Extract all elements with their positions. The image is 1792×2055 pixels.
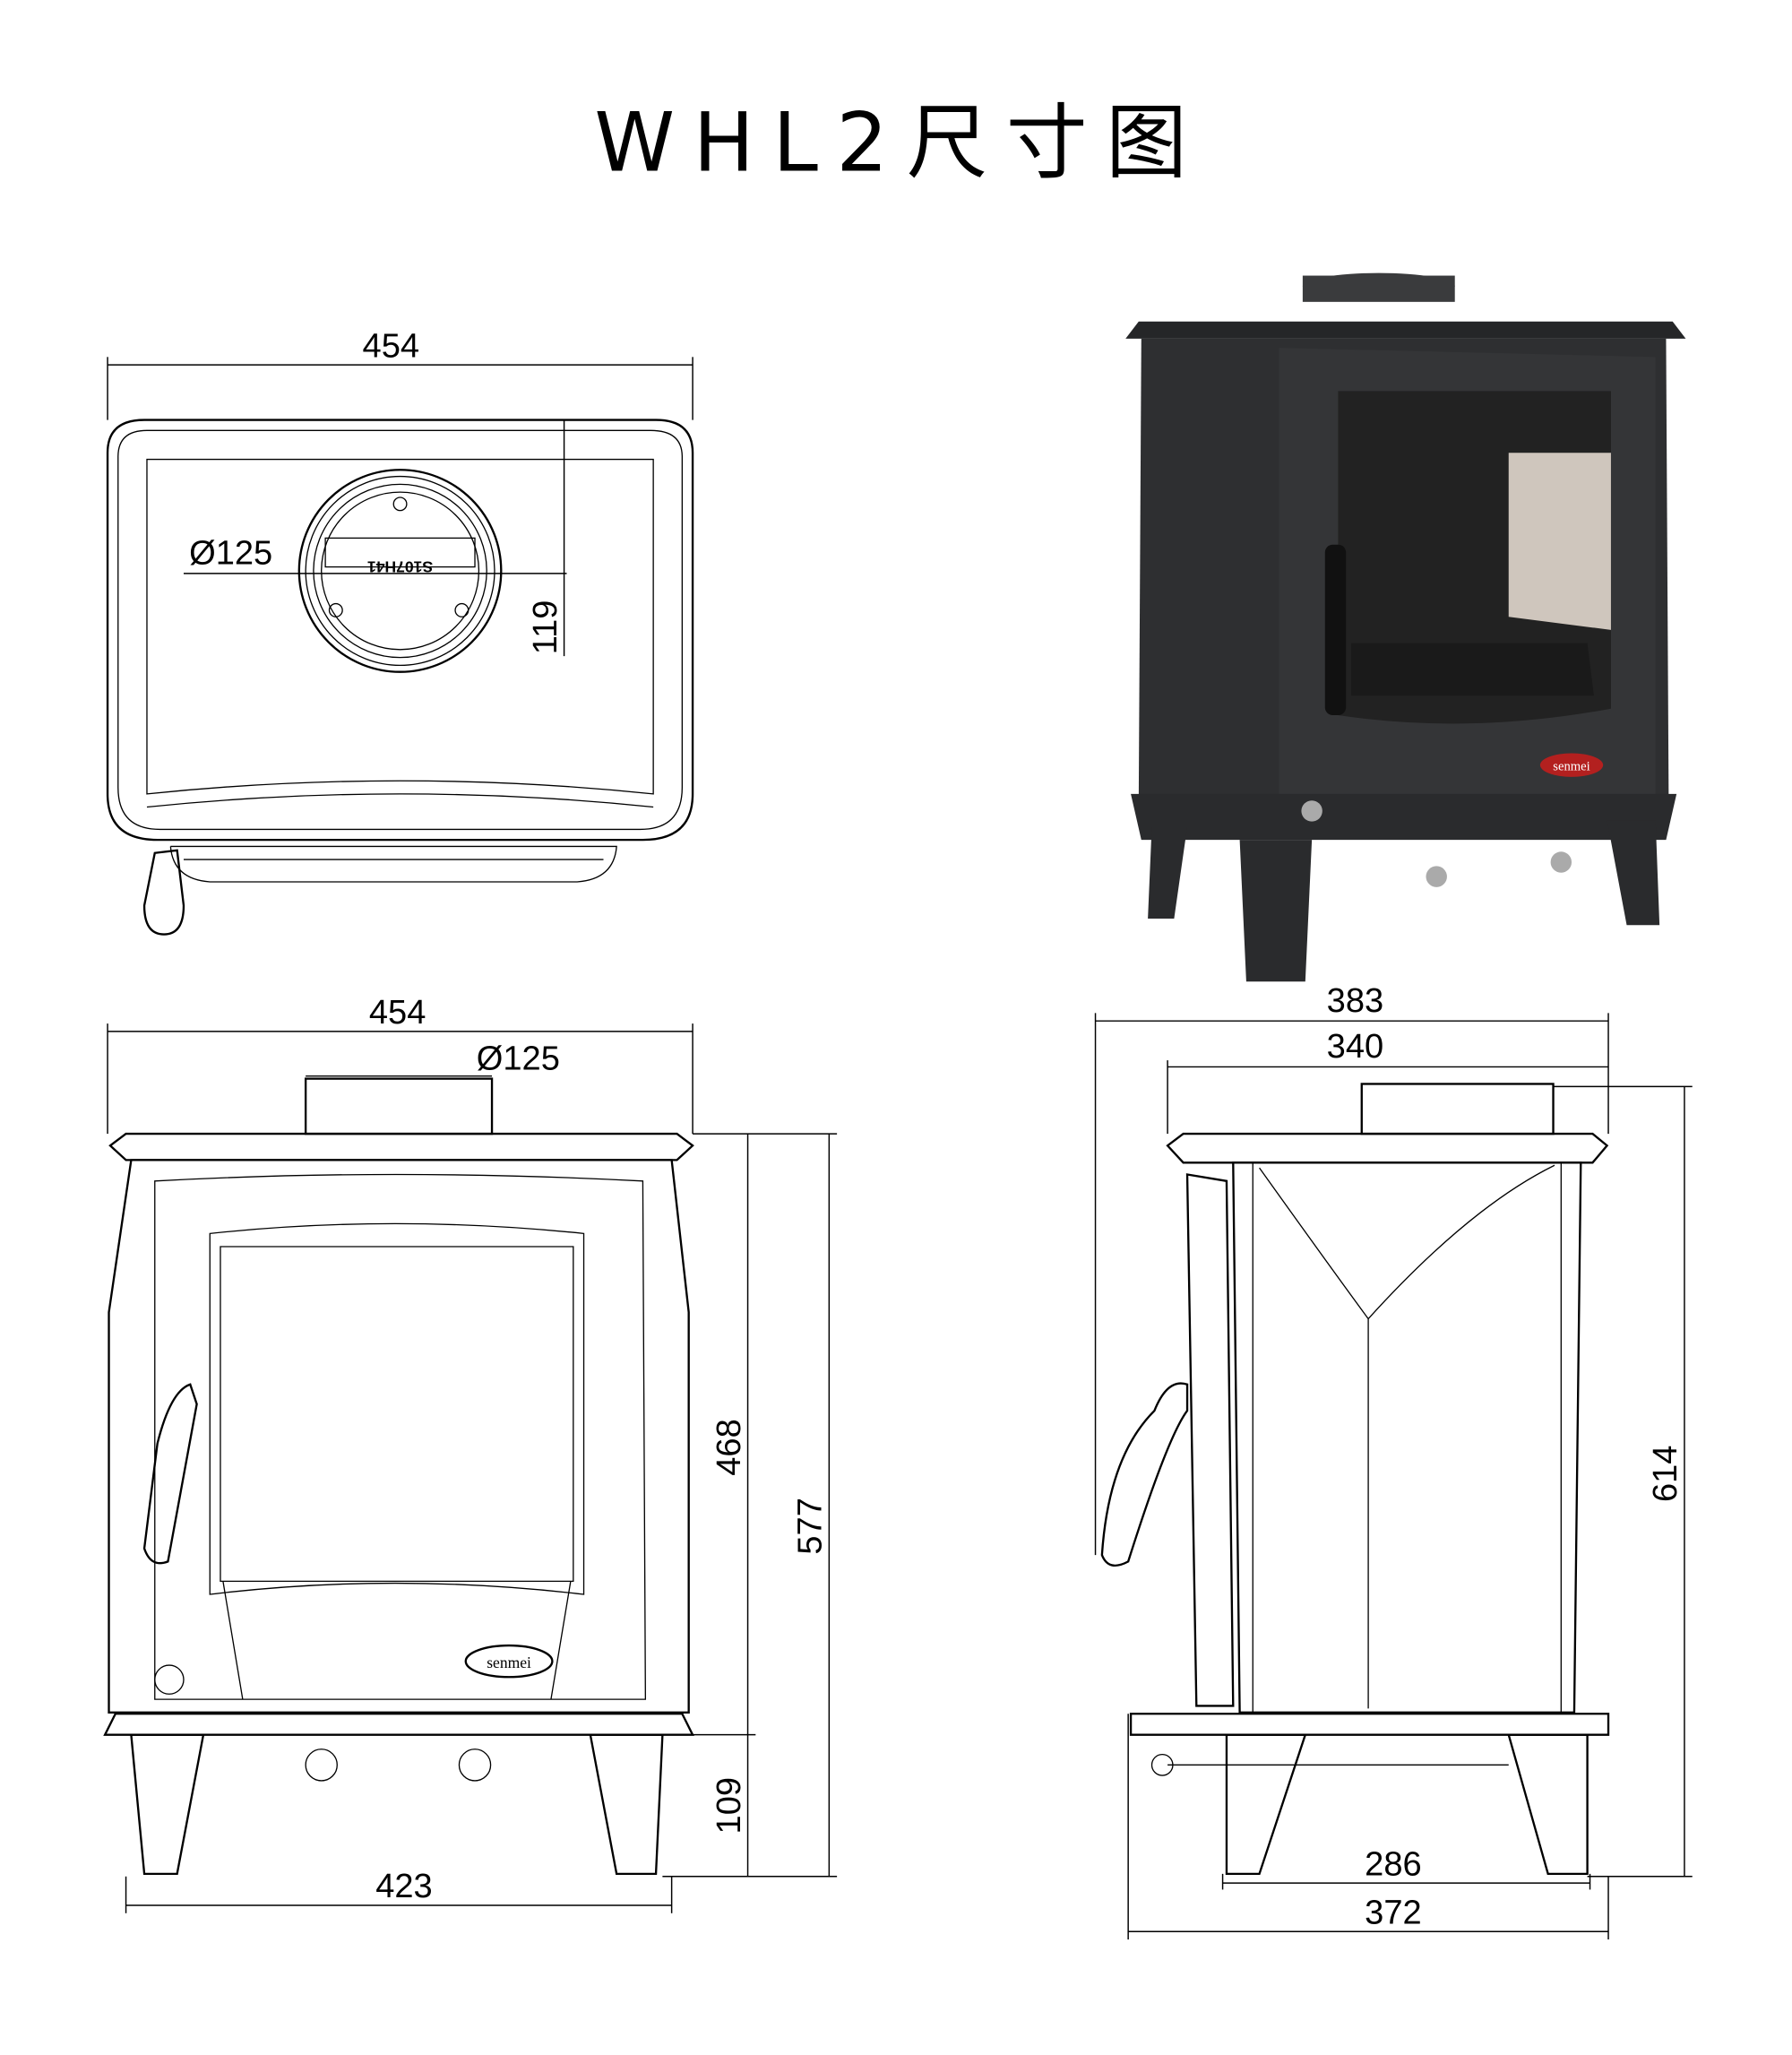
stove-photo: senmei — [1125, 272, 1686, 982]
top-width-label: 454 — [363, 327, 419, 365]
photo-logo: senmei — [1553, 760, 1590, 774]
body-height-label: 468 — [711, 1419, 748, 1475]
top-flue-diameter-label: Ø125 — [189, 535, 272, 573]
front-width-label: 454 — [369, 994, 426, 1032]
base-depth-label: 372 — [1365, 1895, 1421, 1932]
front-view: senmei 454 Ø125 468 577 109 423 — [103, 994, 838, 1913]
leg-span-label: 423 — [375, 1868, 432, 1905]
leg-height-label: 109 — [711, 1777, 748, 1834]
leg-inner-label: 286 — [1365, 1845, 1421, 1883]
top-depth-label: 340 — [1327, 1028, 1383, 1066]
flue-offset-label: 119 — [527, 600, 564, 655]
side-view: 383 340 614 286 372 — [1094, 982, 1693, 1940]
front-flue-diameter-label: Ø125 — [477, 1040, 560, 1077]
total-height-label: 577 — [792, 1498, 830, 1554]
overall-depth-label: 383 — [1327, 982, 1383, 1020]
top-view: S107H41 454 Ø125 119 — [106, 327, 694, 936]
front-logo: senmei — [487, 1653, 531, 1671]
side-total-height-label: 614 — [1647, 1446, 1684, 1502]
page-title: WHL2尺寸图 — [594, 96, 1205, 190]
flue-marking: S107H41 — [367, 558, 433, 576]
